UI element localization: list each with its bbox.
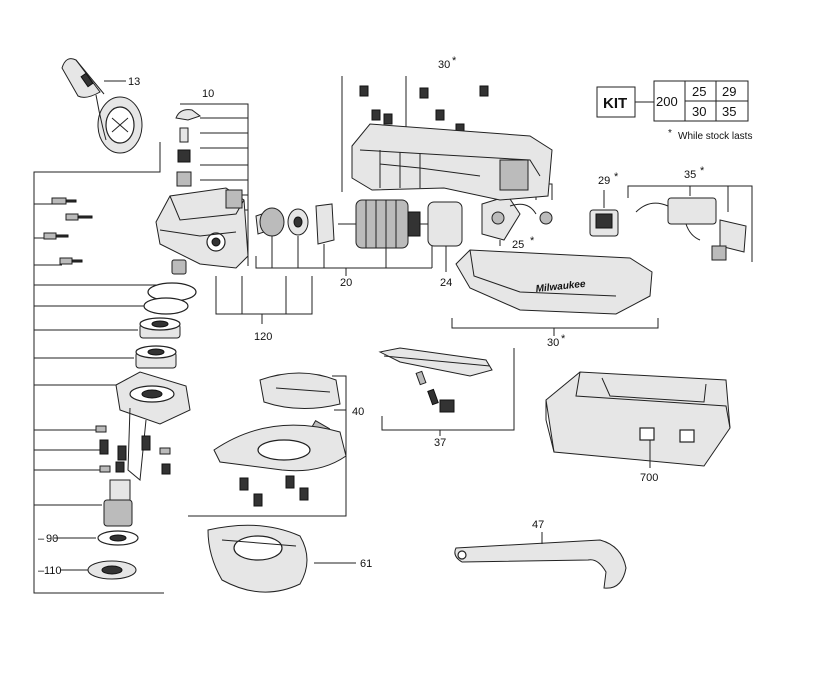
- guard-part-40: [213, 372, 347, 507]
- kit-item-29: 29: [722, 84, 736, 99]
- callout-40: 40: [352, 406, 364, 418]
- callout-61: 61: [360, 558, 372, 570]
- callout-13: 13: [128, 76, 140, 88]
- switch-part-29: [589, 209, 619, 237]
- brand-mark: Milwaukee: [535, 279, 586, 295]
- housing-bottom-half-part: Milwaukee: [455, 249, 653, 315]
- callout-25-star: *: [530, 235, 535, 247]
- callout-24: 24: [440, 277, 452, 289]
- guard-part-61: [207, 524, 308, 593]
- kit-number: 200: [656, 94, 678, 109]
- kit-note: While stock lasts: [678, 131, 752, 142]
- leader-lines-left: [33, 103, 249, 594]
- callout-30-top: 30: [438, 59, 450, 71]
- callout-110: 110: [44, 565, 62, 577]
- kit-note-star: *: [668, 128, 672, 139]
- callout-10: 10: [202, 88, 214, 100]
- callout-35: 35: [684, 169, 696, 181]
- callout-90: 90: [46, 533, 58, 545]
- kit-label: KIT: [603, 95, 627, 112]
- callout-47: 47: [532, 519, 544, 531]
- callout-30-top-star: *: [452, 55, 457, 67]
- callout-700: 700: [640, 472, 658, 484]
- electronics-part-35: [635, 197, 747, 261]
- kit-table: KIT 200 25 29 30 35 * While stock lasts: [596, 80, 752, 142]
- kit-item-30: 30: [692, 104, 706, 119]
- carrying-case-part-700: [545, 371, 731, 467]
- callout-20-bottom: 20: [340, 277, 352, 289]
- callout-35-star: *: [700, 165, 705, 177]
- kit-item-35: 35: [722, 104, 736, 119]
- housing-screws: [43, 197, 93, 265]
- gear-housing-part: [155, 187, 249, 269]
- callout-90-prefix: –: [38, 533, 45, 545]
- callout-30-bottom-star: *: [561, 333, 566, 345]
- callout-25: 25: [512, 239, 524, 251]
- kit-item-25: 25: [692, 84, 706, 99]
- callout-110-prefix: –: [38, 565, 45, 577]
- spindle-stack-parts: [87, 259, 197, 580]
- callout-29: 29: [598, 175, 610, 187]
- armature-assembly: [255, 195, 553, 249]
- gearbox-small-parts: [175, 109, 202, 201]
- callout-30-bottom: 30: [547, 337, 559, 349]
- switch-lever-part-37: [378, 347, 493, 413]
- spanner-wrench-part-47: [454, 539, 627, 589]
- callout-29-star: *: [614, 171, 619, 183]
- callout-120: 120: [254, 331, 272, 343]
- housing-top-half-part: [351, 85, 553, 201]
- side-handle-part: [61, 58, 143, 154]
- callout-37: 37: [434, 437, 446, 449]
